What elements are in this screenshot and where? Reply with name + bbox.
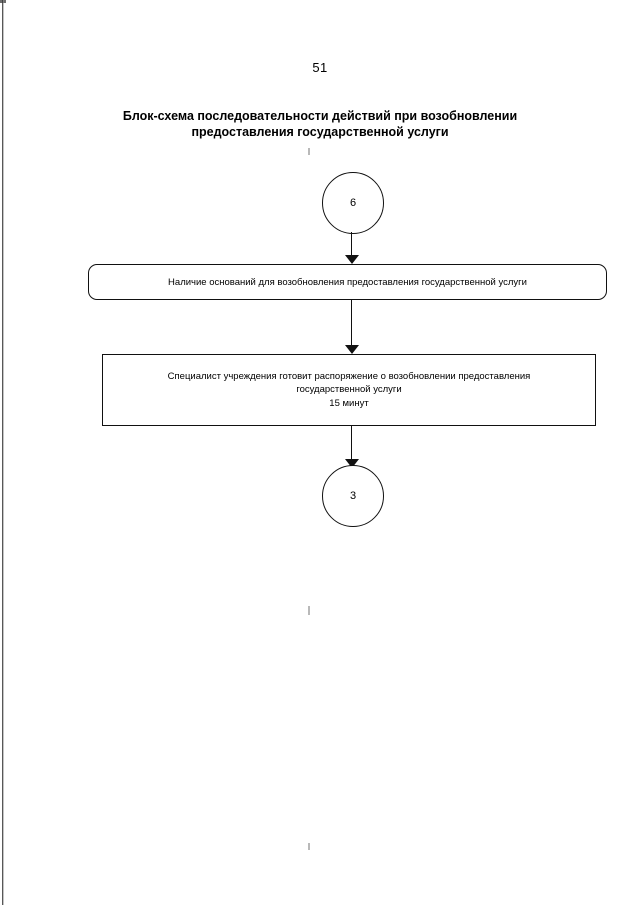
scan-artifact-left-edge-line-secondary (3, 0, 4, 905)
flow-edge-action-to-connector-3 (345, 426, 359, 468)
flow-node-condition-grounds-label: Наличие оснований для возобновления пред… (168, 276, 527, 288)
flow-arrowhead-icon (345, 345, 359, 354)
page-title-line-2: предоставления государственной услуги (191, 125, 449, 139)
scan-artifact-speck-lower (308, 843, 310, 850)
page-title-line-1: Блок-схема последовательности действий п… (122, 109, 518, 123)
flow-node-action-line-1: Специалист учреждения готовит распоряжен… (167, 370, 531, 382)
flow-edge-shaft (351, 426, 353, 460)
scan-artifact-left-edge-line (2, 0, 3, 905)
scan-artifact-speck-upper (308, 148, 310, 155)
flow-node-condition-grounds: Наличие оснований для возобновления пред… (88, 264, 607, 300)
flow-edge-6-to-grounds (345, 232, 359, 264)
flow-node-action-prepare-order-text: Специалист учреждения готовит распоряжен… (168, 370, 531, 411)
flow-arrowhead-icon (345, 459, 359, 468)
flow-edge-grounds-to-action (345, 300, 359, 354)
flow-node-connector-3-label: 3 (349, 490, 357, 502)
flow-arrowhead-icon (345, 255, 359, 264)
flow-node-action-prepare-order: Специалист учреждения готовит распоряжен… (102, 354, 596, 426)
page-number: 51 (312, 60, 328, 75)
flow-edge-shaft (351, 232, 353, 256)
flow-node-connector-6: 6 (322, 172, 384, 234)
flow-node-connector-3: 3 (322, 465, 384, 527)
flow-node-action-line-3: 15 минут (329, 397, 369, 409)
flow-node-connector-6-label: 6 (349, 197, 357, 209)
flow-node-action-line-2: государственной услуги (296, 384, 402, 396)
page-title: Блок-схема последовательности действий п… (90, 108, 550, 140)
scan-artifact-speck-middle (308, 606, 310, 615)
flow-edge-shaft (351, 300, 353, 346)
